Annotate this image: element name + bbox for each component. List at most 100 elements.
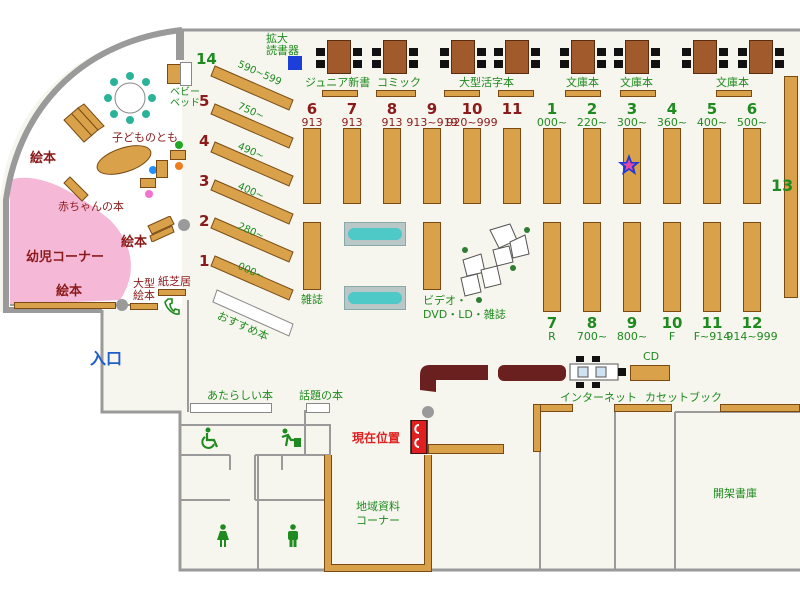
topical-books-shelf[interactable] bbox=[306, 403, 330, 413]
picture-books-label-2: 絵本 bbox=[121, 235, 148, 250]
kamishibai-label: 紙芝居 bbox=[158, 275, 191, 288]
top-shelf-number: 5 bbox=[706, 100, 718, 118]
video-shelf[interactable] bbox=[423, 222, 441, 290]
phone-icon bbox=[164, 298, 180, 315]
bunko-shelf-3[interactable] bbox=[716, 90, 752, 97]
bottom-shelf-range: R bbox=[548, 330, 556, 343]
top-shelf[interactable] bbox=[703, 128, 721, 204]
bottom-shelf[interactable] bbox=[623, 222, 641, 312]
stool-orange bbox=[175, 162, 183, 170]
cassette-book-label: カセットブック bbox=[645, 391, 722, 404]
counter-shelf bbox=[428, 444, 504, 454]
bunko-shelf-1[interactable] bbox=[565, 90, 601, 97]
reading-desk-2 bbox=[372, 40, 418, 74]
bench-upper bbox=[344, 222, 406, 246]
top-shelf[interactable] bbox=[583, 128, 601, 204]
new-books-shelf[interactable] bbox=[190, 403, 272, 413]
shelf-13[interactable] bbox=[784, 76, 798, 298]
entrance-label: 入口 bbox=[90, 349, 123, 368]
top-shelf-range: 360~ bbox=[656, 116, 688, 129]
bottom-shelf[interactable] bbox=[743, 222, 761, 312]
top-shelf-number: 1 bbox=[546, 100, 558, 118]
current-location-marker bbox=[410, 420, 428, 454]
kids-box-1 bbox=[170, 150, 186, 160]
toddler-area bbox=[10, 177, 131, 305]
bunko-label-1: 文庫本 bbox=[566, 76, 599, 89]
top-shelf[interactable] bbox=[343, 128, 361, 204]
reading-desk-4 bbox=[494, 40, 540, 74]
big-picture-books-shelf[interactable] bbox=[130, 303, 158, 310]
baby-books-label: 赤ちゃんの本 bbox=[58, 200, 124, 213]
bottom-shelf[interactable] bbox=[703, 222, 721, 312]
top-shelf[interactable] bbox=[503, 128, 521, 204]
baby-books-shelf bbox=[63, 176, 89, 202]
top-shelf[interactable] bbox=[423, 128, 441, 204]
kids-box-3 bbox=[140, 178, 156, 188]
top-shelf[interactable] bbox=[303, 128, 321, 204]
junior-new-shelf[interactable] bbox=[322, 90, 358, 97]
video-corner-label: ビデオ・ DVD・LD・雑誌 bbox=[423, 294, 506, 322]
top-shelf-number: 2 bbox=[586, 100, 598, 118]
baby-bed-label: ベビー ベッド bbox=[170, 87, 200, 109]
top-shelf[interactable] bbox=[543, 128, 561, 204]
local-materials-label: 地域資料 コーナー bbox=[356, 500, 400, 528]
diagonal-shelf-number: 2 bbox=[199, 212, 210, 230]
top-shelf-number: 9 bbox=[426, 100, 438, 118]
top-shelf[interactable] bbox=[743, 128, 761, 204]
baby-bed-mat bbox=[180, 62, 192, 86]
stool-blue bbox=[149, 166, 157, 174]
reading-desk-1 bbox=[316, 40, 362, 74]
closed-stacks-label: 開架書庫 bbox=[713, 487, 757, 500]
bottom-shelf[interactable] bbox=[583, 222, 601, 312]
diagonal-shelf-number: 1 bbox=[199, 252, 210, 270]
cd-shelf[interactable] bbox=[630, 365, 670, 381]
magazines-label: 雑誌 bbox=[301, 293, 323, 306]
diagonal-shelf-number: 3 bbox=[199, 172, 210, 190]
male-toilet-icon bbox=[288, 524, 298, 547]
topical-books-label: 話題の本 bbox=[299, 389, 343, 402]
top-shelf-range: 913 bbox=[381, 116, 403, 129]
top-shelf-range: 920~999 bbox=[446, 116, 498, 129]
bottom-shelf-number: 10 bbox=[661, 314, 683, 332]
reading-desk-6 bbox=[614, 40, 660, 74]
kamishibai-shelf[interactable] bbox=[158, 289, 186, 296]
toddler-corner-label: 幼児コーナー bbox=[26, 250, 105, 265]
new-books-label: あたらしい本 bbox=[207, 389, 273, 402]
reading-desk-7 bbox=[682, 40, 728, 74]
diagonal-shelf-number: 5 bbox=[199, 92, 210, 110]
large-print-reader-device[interactable] bbox=[288, 56, 302, 70]
bench-lower bbox=[344, 286, 406, 310]
bottom-shelf-number: 8 bbox=[586, 314, 598, 332]
top-shelf[interactable] bbox=[463, 128, 481, 204]
toddler-shelf[interactable] bbox=[14, 302, 116, 309]
bottom-shelf-number: 9 bbox=[626, 314, 638, 332]
large-print-shelf-2[interactable] bbox=[498, 90, 534, 97]
big-picture-books-label: 大型 絵本 bbox=[133, 277, 155, 302]
top-shelf[interactable] bbox=[663, 128, 681, 204]
internet-terminals bbox=[569, 356, 626, 388]
star-marker-icon bbox=[618, 154, 640, 175]
magazine-shelf[interactable] bbox=[303, 222, 321, 290]
comic-shelf[interactable] bbox=[376, 90, 416, 97]
bottom-shelf[interactable] bbox=[543, 222, 561, 312]
bunko-label-2: 文庫本 bbox=[620, 76, 653, 89]
bunko-shelf-2[interactable] bbox=[620, 90, 656, 97]
reading-desk-8 bbox=[738, 40, 784, 74]
top-shelf[interactable] bbox=[383, 128, 401, 204]
wheelchair-icon bbox=[201, 427, 219, 449]
female-toilet-icon bbox=[217, 524, 229, 547]
current-location-label: 現在位置 bbox=[352, 431, 401, 445]
junior-new-label: ジュニア新書 bbox=[305, 76, 371, 89]
bottom-shelf[interactable] bbox=[663, 222, 681, 312]
diagonal-shelf-number: 14 bbox=[196, 50, 217, 68]
baby-bed bbox=[167, 64, 181, 84]
right-wall-shelf[interactable] bbox=[720, 404, 800, 412]
top-shelf-number: 3 bbox=[626, 100, 638, 118]
kids-bench-label: 子どものとも bbox=[112, 131, 178, 144]
kids-box-2 bbox=[156, 160, 168, 178]
top-shelf-range: 400~ bbox=[696, 116, 728, 129]
bottom-shelf-range: F bbox=[668, 330, 676, 343]
cassette-shelf[interactable] bbox=[614, 404, 672, 412]
internet-shelf-vertical[interactable] bbox=[533, 404, 541, 452]
large-print-shelf-1[interactable] bbox=[444, 90, 480, 97]
